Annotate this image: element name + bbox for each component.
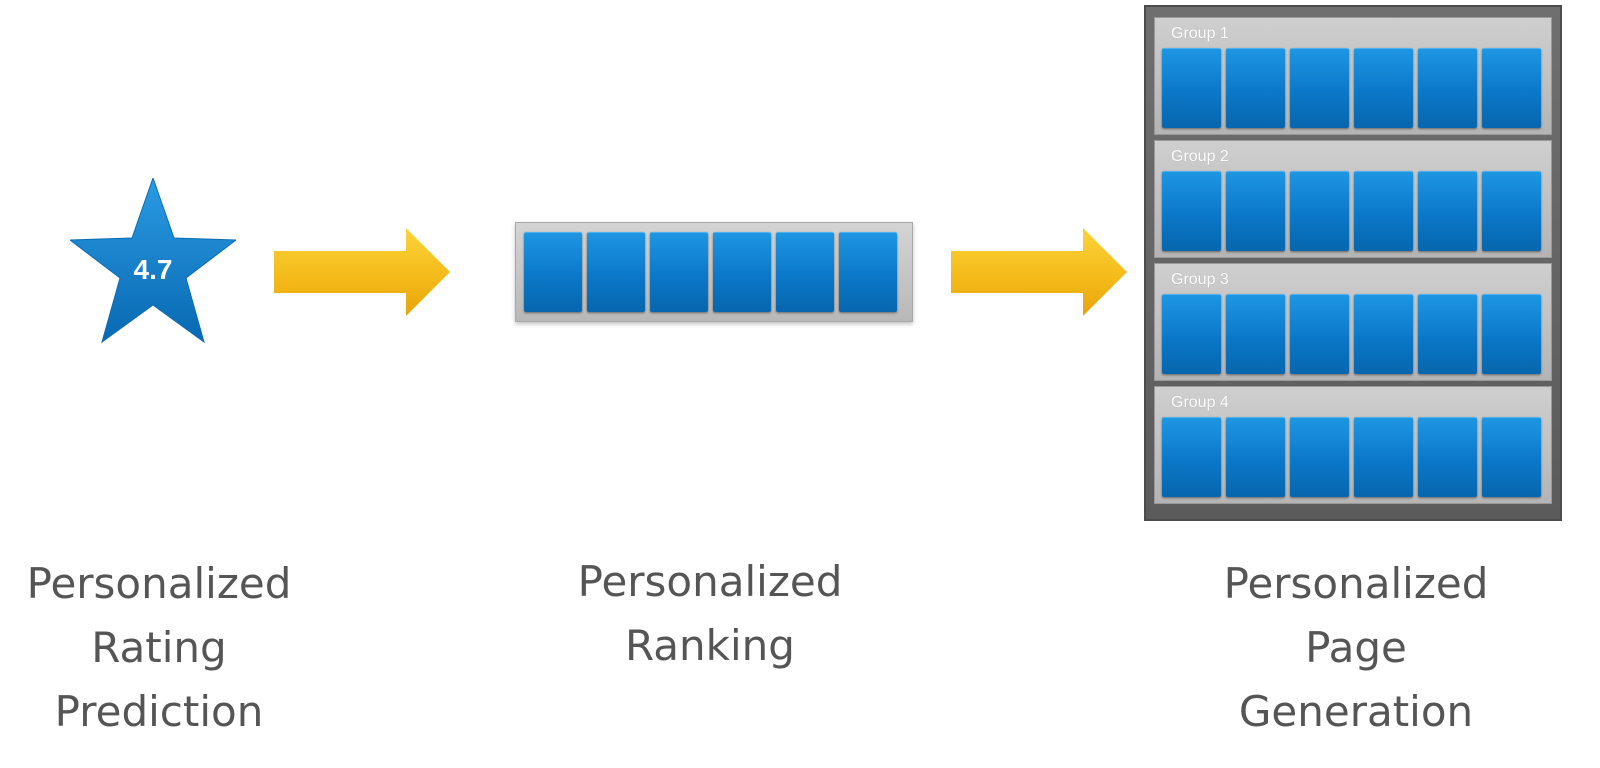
group-item: [1418, 294, 1477, 374]
group-item: [1290, 294, 1349, 374]
group-item: [1290, 417, 1349, 497]
stage-label-ranking: Personalized Ranking: [550, 550, 870, 678]
stage-label-page-generation: Personalized Page Generation: [1196, 552, 1516, 744]
personalized-page: Group 1 Group 2 Group 3: [1144, 5, 1562, 521]
group-item: [1162, 417, 1221, 497]
group-label: Group 3: [1171, 271, 1229, 288]
group-item: [1162, 48, 1221, 128]
stage-label-line: Prediction: [54, 687, 264, 736]
group-item: [1226, 171, 1285, 251]
ranked-item: [650, 232, 708, 312]
group-item: [1226, 417, 1285, 497]
group-item: [1354, 417, 1413, 497]
stage-label-line: Rating: [91, 623, 227, 672]
ranked-item: [587, 232, 645, 312]
group-label: Group 2: [1171, 148, 1229, 165]
right-arrow-icon: [272, 226, 452, 320]
ranking-list: [515, 222, 913, 322]
group-item: [1418, 171, 1477, 251]
rating-value: 4.7: [133, 254, 173, 285]
group-item: [1482, 48, 1541, 128]
group-item: [1354, 294, 1413, 374]
ranked-item: [776, 232, 834, 312]
stage-label-line: Page: [1305, 623, 1407, 672]
group-row: Group 3: [1154, 263, 1552, 381]
group-item: [1162, 294, 1221, 374]
ranked-item: [524, 232, 582, 312]
group-item: [1418, 417, 1477, 497]
stage-label-line: Ranking: [625, 621, 795, 670]
stage-label-rating-prediction: Personalized Rating Prediction: [0, 552, 318, 744]
star-icon: [68, 176, 238, 344]
rating-star: 4.7: [68, 176, 238, 344]
group-label: Group 1: [1171, 25, 1229, 42]
group-item: [1290, 48, 1349, 128]
group-row: Group 1: [1154, 17, 1552, 135]
ranked-item: [839, 232, 897, 312]
stage-label-line: Personalized: [26, 559, 292, 608]
ranked-item: [713, 232, 771, 312]
group-item: [1162, 171, 1221, 251]
group-item: [1226, 48, 1285, 128]
stage-label-line: Personalized: [577, 557, 843, 606]
stage-label-line: Generation: [1238, 687, 1474, 736]
group-item: [1226, 294, 1285, 374]
stage-label-line: Personalized: [1223, 559, 1489, 608]
group-item: [1418, 48, 1477, 128]
group-row: Group 4: [1154, 386, 1552, 504]
group-item: [1482, 294, 1541, 374]
group-item: [1290, 171, 1349, 251]
right-arrow-icon: [949, 226, 1129, 320]
group-item: [1482, 171, 1541, 251]
group-row: Group 2: [1154, 140, 1552, 258]
group-label: Group 4: [1171, 394, 1229, 411]
group-item: [1354, 48, 1413, 128]
group-item: [1482, 417, 1541, 497]
group-item: [1354, 171, 1413, 251]
